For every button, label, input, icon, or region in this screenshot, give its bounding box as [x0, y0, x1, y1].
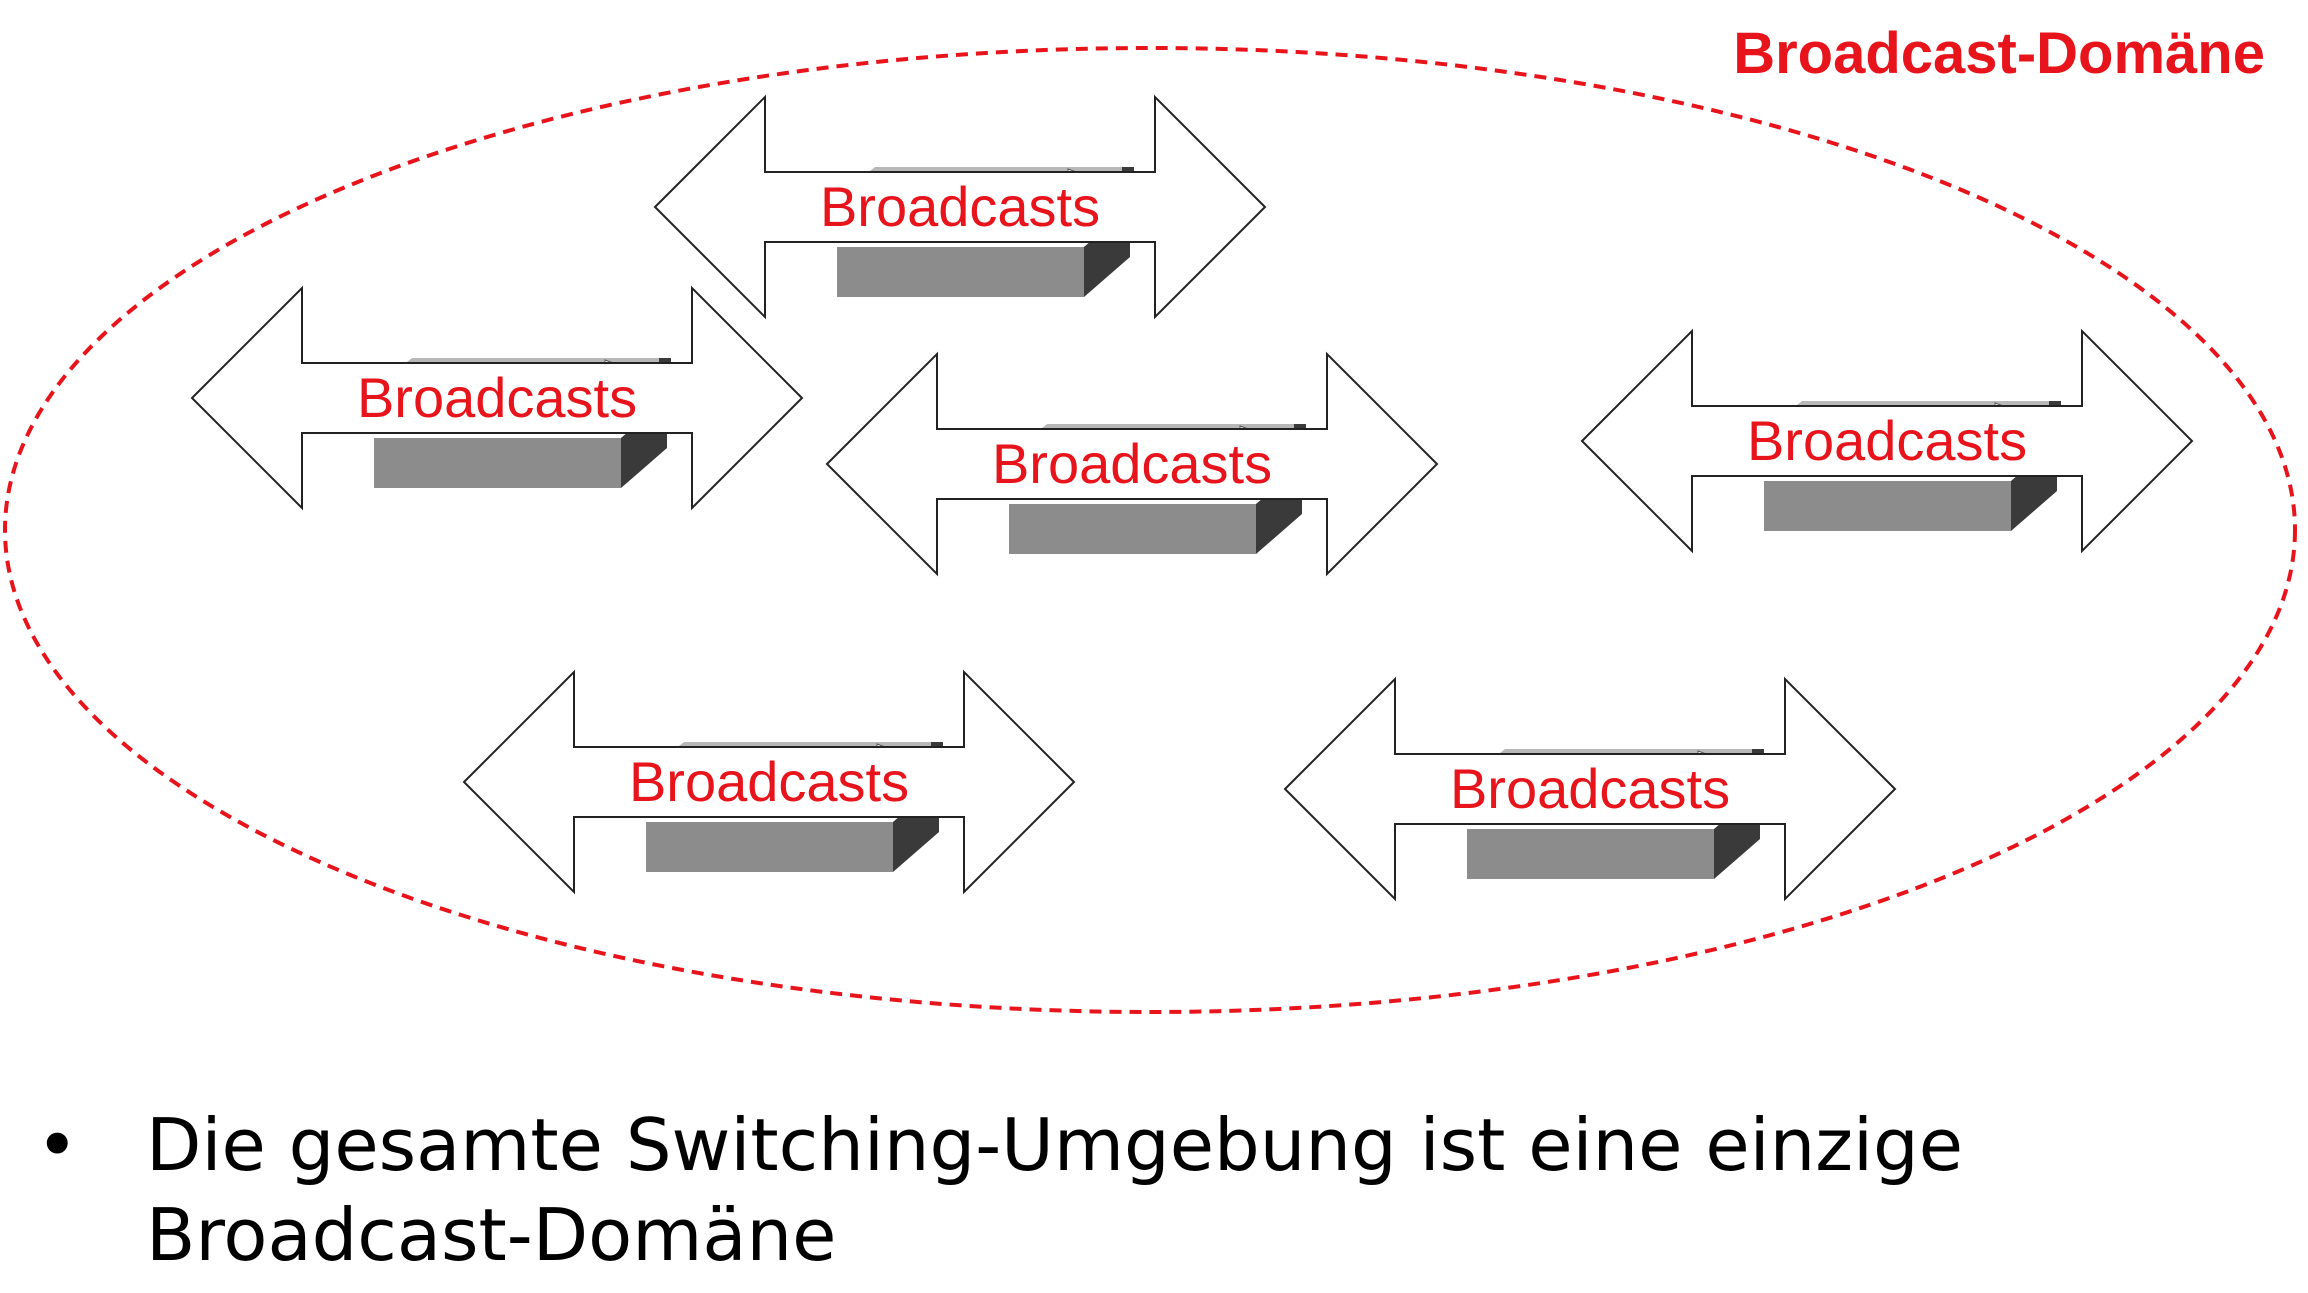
- double-arrow-icon: [653, 94, 1267, 320]
- double-arrow-icon: [825, 351, 1439, 577]
- double-arrow-icon: [462, 669, 1076, 895]
- double-arrow-icon: [1580, 328, 2194, 554]
- broadcasts-label: Broadcasts: [629, 750, 909, 813]
- broadcasts-label: Broadcasts: [1450, 757, 1730, 820]
- broadcast-domain-title: Broadcast-Domäne: [1733, 21, 2265, 86]
- switch-broadcast-unit: Broadcasts: [1580, 328, 2194, 554]
- double-arrow-icon: [1283, 676, 1897, 902]
- bullet-text: Die gesamte Switching-Umgebung ist eine …: [146, 1103, 1964, 1277]
- double-arrow-icon: [190, 285, 804, 511]
- switch-broadcast-unit: Broadcasts: [462, 669, 1076, 895]
- bullet-marker: •: [36, 1103, 79, 1187]
- switch-broadcast-unit: Broadcasts: [653, 94, 1267, 320]
- switch-broadcast-unit: Broadcasts: [190, 285, 804, 511]
- switch-broadcast-unit: Broadcasts: [1283, 676, 1897, 902]
- broadcasts-label: Broadcasts: [357, 366, 637, 429]
- broadcast-domain-boundary: [3, 46, 2297, 1014]
- broadcasts-label: Broadcasts: [992, 432, 1272, 495]
- broadcasts-label: Broadcasts: [1747, 409, 2027, 472]
- switch-broadcast-unit: Broadcasts: [825, 351, 1439, 577]
- broadcasts-label: Broadcasts: [820, 175, 1100, 238]
